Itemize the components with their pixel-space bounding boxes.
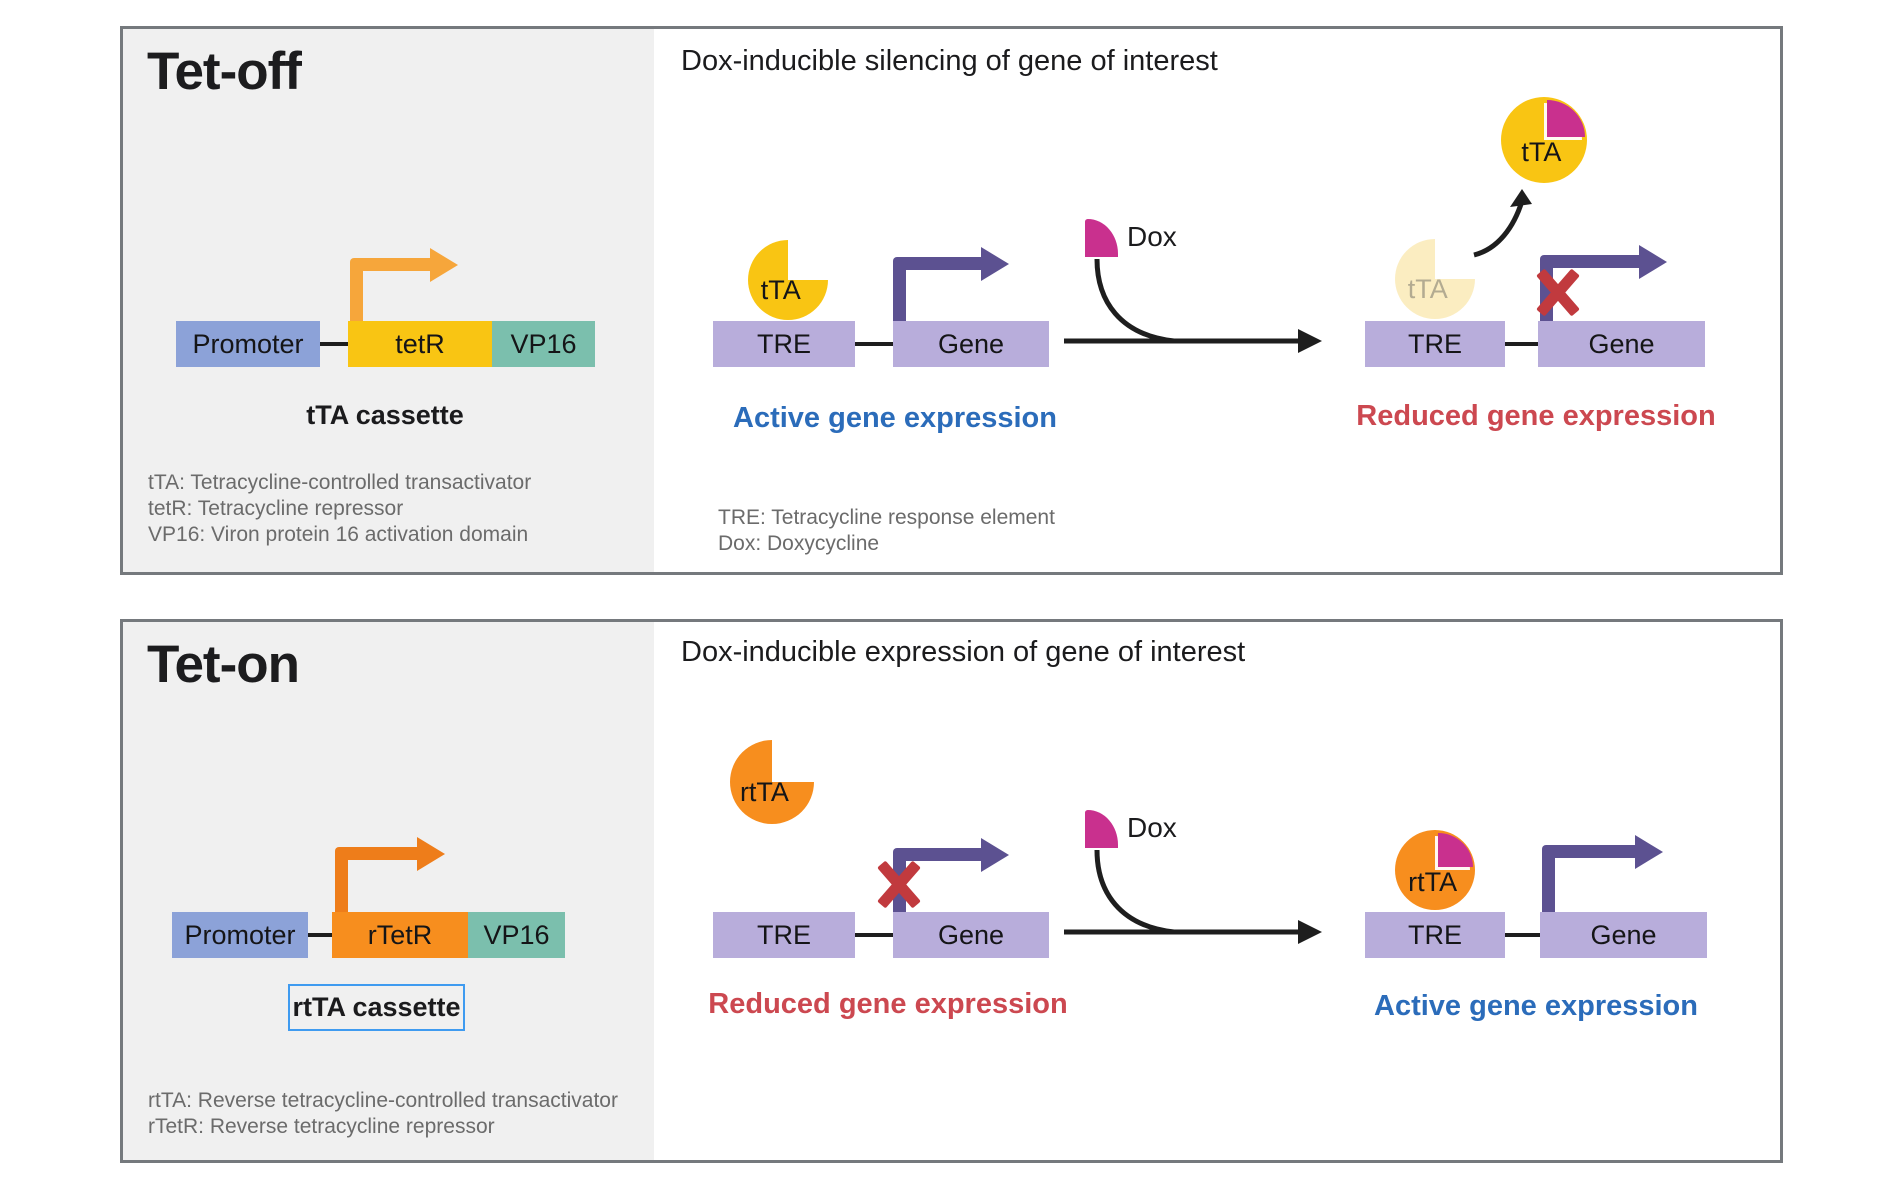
vp16-box: VP16 (468, 912, 565, 958)
dna-connector (1505, 933, 1540, 937)
reduced-status-label: Reduced gene expression (708, 988, 1068, 1020)
gene-box: Gene (893, 321, 1049, 367)
tre-box: TRE (713, 321, 855, 367)
active-status-label: Active gene expression (733, 402, 1057, 434)
abbr-line: Dox: Doxycycline (718, 532, 880, 555)
promoter-box: Promoter (172, 912, 308, 958)
gene-box: Gene (893, 912, 1049, 958)
tta-protein-label: tTA (760, 275, 801, 306)
tta-protein-icon: tTA (748, 240, 828, 320)
promoter-box: Promoter (176, 321, 320, 367)
tet-off-panel: Tet-off Dox-inducible silencing of gene … (120, 26, 1783, 575)
arrow-head (981, 247, 1009, 281)
blocked-x-icon (1534, 266, 1582, 320)
transcription-arrow-icon (893, 247, 1009, 321)
active-status-label: Active gene expression (1374, 990, 1698, 1022)
tre-box: TRE (1365, 321, 1505, 367)
tta-dox-complex-icon: tTA (1501, 97, 1587, 183)
arrow-bar (335, 847, 418, 860)
dox-molecule-icon (1085, 219, 1118, 257)
tet-off-title: Tet-off (147, 42, 302, 101)
rtetr-box: rTetR (332, 912, 468, 958)
tta-cassette-caption: tTA cassette (306, 400, 464, 430)
dox-addition-arrow-icon (1064, 849, 1322, 944)
gene-box: Gene (1540, 912, 1707, 958)
dox-addition-arrow-icon (1064, 258, 1322, 353)
dox-quarter-icon (1438, 833, 1473, 867)
dna-connector (1505, 342, 1538, 346)
arrow-stem (893, 263, 906, 321)
tre-box: TRE (1365, 912, 1505, 958)
abbr-line: tetR: Tetracycline repressor (148, 497, 404, 520)
tet-on-abbreviations: rtTA: Reverse tetracycline-controlled tr… (148, 1088, 618, 1140)
tet-off-heading: Dox-inducible silencing of gene of inter… (681, 45, 1218, 77)
reduced-status-label: Reduced gene expression (1356, 400, 1716, 432)
release-arrow-icon (1473, 189, 1532, 258)
arrow-bar (1540, 255, 1640, 268)
tet-on-heading: Dox-inducible expression of gene of inte… (681, 636, 1246, 668)
arrow-stem (1542, 851, 1555, 912)
tet-off-scene-abbreviations: TRE: Tetracycline response element Dox: … (718, 505, 1055, 557)
abbr-line: rTetR: Reverse tetracycline repressor (148, 1115, 495, 1138)
rtta-complex-label: rtTA (1408, 866, 1458, 897)
gene-box: Gene (1538, 321, 1705, 367)
tetr-box: tetR (348, 321, 492, 367)
arrow-bar (1542, 845, 1636, 858)
abbr-line: VP16: Viron protein 16 activation domain (148, 523, 529, 546)
tet-on-title: Tet-on (147, 635, 300, 694)
dox-molecule-icon (1085, 810, 1118, 848)
arrow-head (1635, 835, 1663, 869)
faded-tta-protein-icon: tTA (1395, 239, 1475, 319)
dox-label: Dox (1127, 812, 1177, 843)
arrow-head (430, 248, 458, 282)
abbr-line: tTA: Tetracycline-controlled transactiva… (148, 471, 532, 494)
rtta-dox-complex-icon: rtTA (1395, 830, 1475, 910)
arrow-bar (350, 258, 431, 271)
rtta-cassette-caption-box: rtTA cassette (288, 984, 465, 1031)
blocked-x-icon (875, 858, 923, 912)
dna-connector (855, 342, 893, 346)
dox-quarter-icon (1547, 100, 1585, 137)
rtta-protein-label: rtTA (739, 776, 789, 807)
vp16-box: VP16 (492, 321, 595, 367)
arrow-head (981, 838, 1009, 872)
tet-on-panel: Tet-on Dox-inducible expression of gene … (120, 619, 1783, 1163)
dna-connector (855, 933, 893, 937)
dox-label: Dox (1127, 221, 1177, 252)
dna-connector (308, 933, 332, 937)
transcription-arrow-icon (1542, 835, 1663, 912)
tet-on-sidebar (123, 622, 654, 1160)
arrow-head (417, 837, 445, 871)
tet-off-sidebar (123, 29, 654, 572)
rtta-protein-icon: rtTA (730, 740, 814, 824)
arrow-head (1639, 245, 1667, 279)
abbr-line: TRE: Tetracycline response element (718, 506, 1055, 529)
abbr-line: rtTA: Reverse tetracycline-controlled tr… (148, 1089, 618, 1112)
tta-complex-label: tTA (1521, 136, 1562, 167)
arrow-bar (893, 257, 982, 270)
tre-box: TRE (713, 912, 855, 958)
arrow-bar (893, 848, 982, 861)
tet-off-abbreviations: tTA: Tetracycline-controlled transactiva… (148, 470, 531, 548)
dna-connector (320, 342, 348, 346)
faded-tta-label: tTA (1407, 274, 1448, 305)
